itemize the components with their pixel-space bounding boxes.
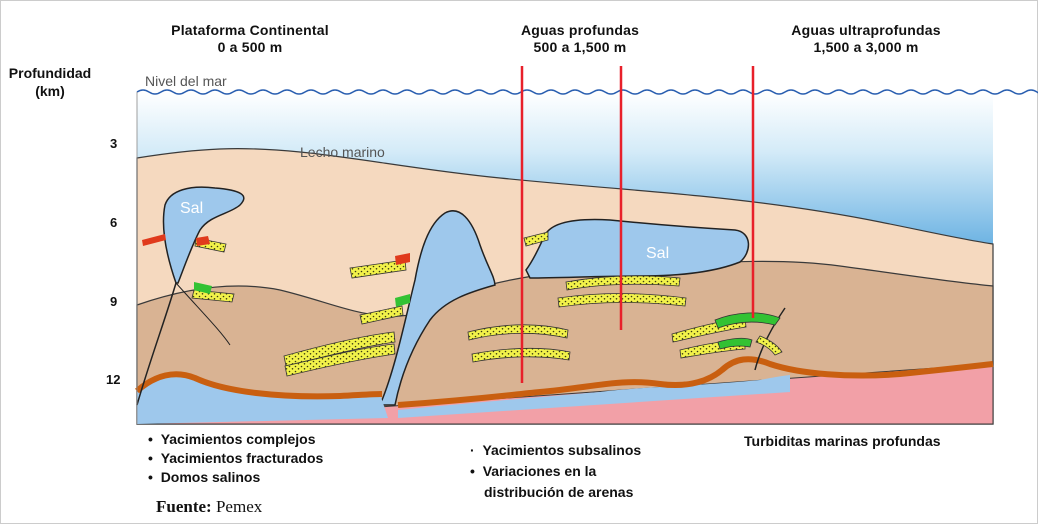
zone-header-deep: Aguas profundas 500 a 1,500 m [480,22,680,56]
sand-left-4 [359,305,404,325]
sea-level-label: Nivel del mar [145,73,227,89]
zone-range: 500 a 1,500 m [533,39,627,55]
sand-mid-1 [523,231,549,247]
depth-tick-6: 6 [110,215,118,230]
salt-label-left: Sal [180,200,204,217]
salt-sheet-right [525,218,750,279]
zone-header-shelf: Plataforma Continental 0 a 500 m [140,22,360,56]
source-label: Fuente: [156,497,212,516]
salt-label-right: Sal [646,245,670,262]
bullet-item: • Yacimientos fracturados [148,450,324,466]
source-value: Pemex [215,497,263,516]
bullets-middle: · Yacimientos subsalinos • Variaciones e… [470,440,641,503]
bullets-left: • Yacimientos complejos • Yacimientos fr… [148,430,323,487]
salt-diapir-center [378,210,496,406]
oil-trap-center [395,253,410,265]
seabed-label: Lecho marino [300,144,385,160]
zone-title: Plataforma Continental [171,22,329,38]
basement-blue-left [137,375,388,424]
fault-left-2 [175,282,231,346]
turbidites-label: Turbiditas marinas profundas [744,433,941,449]
bullet-item: • Yacimientos complejos [148,431,316,447]
gas-trap-center [395,294,410,307]
sea-surface-line [136,89,1038,95]
zone-title: Aguas ultraprofundas [791,22,941,38]
depth-tick-3: 3 [110,136,118,151]
oil-trap-left-2 [196,236,210,246]
fault-left [136,282,177,406]
basement-layer-2 [397,356,994,408]
sand-right-3 [755,335,783,356]
gas-trap-right-1 [714,312,781,329]
sand-mid-2 [565,275,681,291]
oil-trap-left [142,234,166,246]
depth-axis-title-line1: Profundidad [8,65,92,81]
zone-header-ultradeep: Aguas ultraprofundas 1,500 a 3,000 m [756,22,976,56]
basement-layer [135,371,383,400]
sand-left-6 [284,343,396,377]
bullet-item: • Domos salinos [148,469,261,485]
gas-trap-left [194,282,212,294]
zone-range: 0 a 500 m [217,39,283,55]
sand-mid-4 [467,324,569,341]
sand-left-2 [191,289,235,303]
source-note: Fuente: Pemex [156,497,262,517]
depth-tick-9: 9 [110,294,118,309]
bullet-item: • Variaciones en la [470,463,597,479]
depth-tick-12: 12 [106,372,121,387]
zone-title: Aguas profundas [520,22,640,38]
depth-axis-title-line2: (km) [35,83,65,99]
depth-axis-title: Profundidad (km) [4,64,96,100]
sand-left-3 [349,259,407,279]
bullet-item: · Yacimientos subsalinos [470,442,642,458]
gas-trap-right-2 [717,337,753,350]
zone-range: 1,500 a 3,000 m [813,39,919,55]
bullet-item-continuation: distribución de arenas [484,484,634,500]
